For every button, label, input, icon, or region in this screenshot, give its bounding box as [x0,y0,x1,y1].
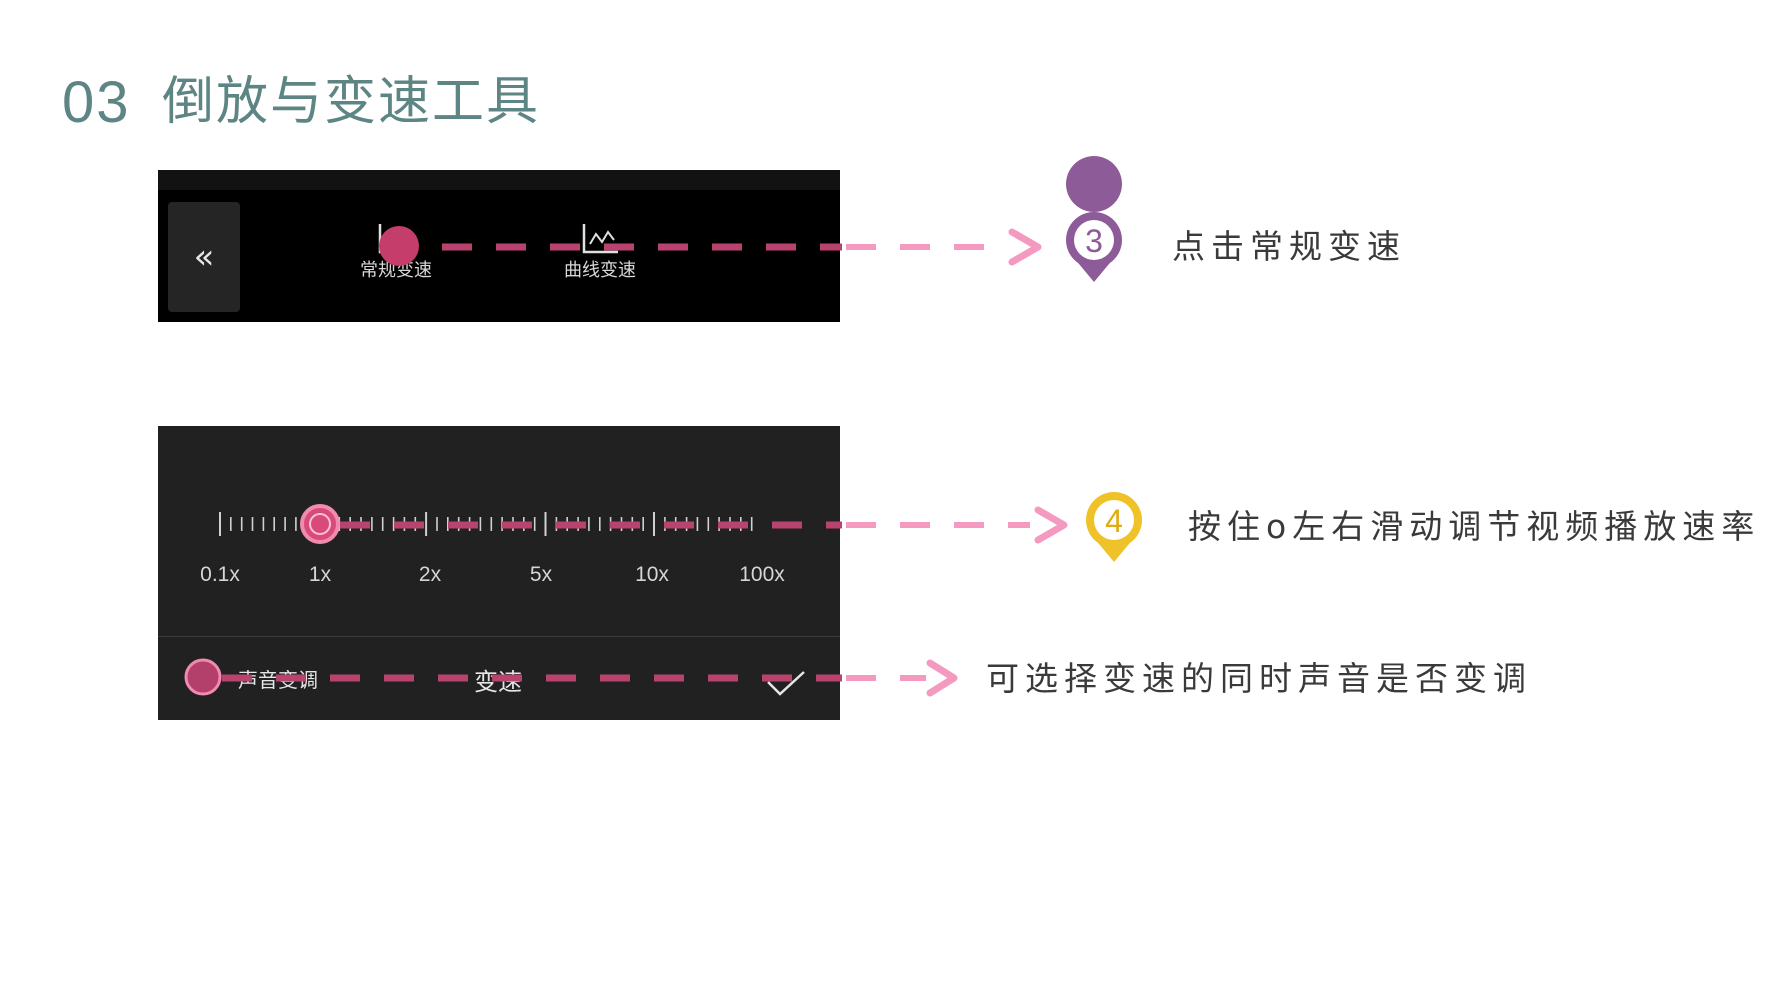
step3-note: 点击常规变速 [1172,227,1406,266]
curve-chart-icon [582,224,618,254]
pitch-note: 可选择变速的同时声音是否变调 [986,659,1532,698]
tick-label-0: 0.1x [200,563,240,586]
arrow-head-3 [926,659,958,697]
step4-note: 按住o左右滑动调节视频播放速率 [1188,507,1761,546]
normal-speed-button[interactable]: 常规变速 [336,222,456,280]
arrow-head-2 [1034,506,1068,544]
curve-speed-label: 曲线变速 [564,260,636,281]
line-chart-icon [378,224,414,254]
pitch-toggle-label: 声音变调 [238,668,318,692]
slider-ticks [219,512,753,536]
arrow-head-1 [1008,228,1042,266]
curve-speed-button[interactable]: 曲线变速 [540,222,660,280]
page-title: 倒放与变速工具 [162,72,541,132]
normal-speed-label: 常规变速 [360,260,432,281]
step3-pin-icon [1066,155,1123,282]
panel-title: 变速 [474,668,522,696]
speed-slider[interactable] [158,426,840,636]
checkmark-icon[interactable] [764,668,808,698]
back-button[interactable]: « [168,202,240,312]
tick-label-5: 100x [739,563,785,586]
menu-top-band [158,170,840,190]
panel-divider [158,636,840,637]
section-number: 03 [62,70,131,135]
step4-number: 4 [1105,503,1123,539]
tick-label-2: 2x [418,563,442,586]
speed-slider-panel: 0.1x 1x 2x 5x 10x 100x 声音变调 变速 [158,426,840,720]
tick-label-3: 5x [529,563,553,586]
step3-number: 3 [1085,223,1103,259]
speed-tool-menu: « 常规变速 曲线变速 [158,170,840,322]
tick-label-4: 10x [635,563,669,586]
double-chevron-left-icon: « [193,237,215,277]
tick-label-1: 1x [308,563,332,586]
